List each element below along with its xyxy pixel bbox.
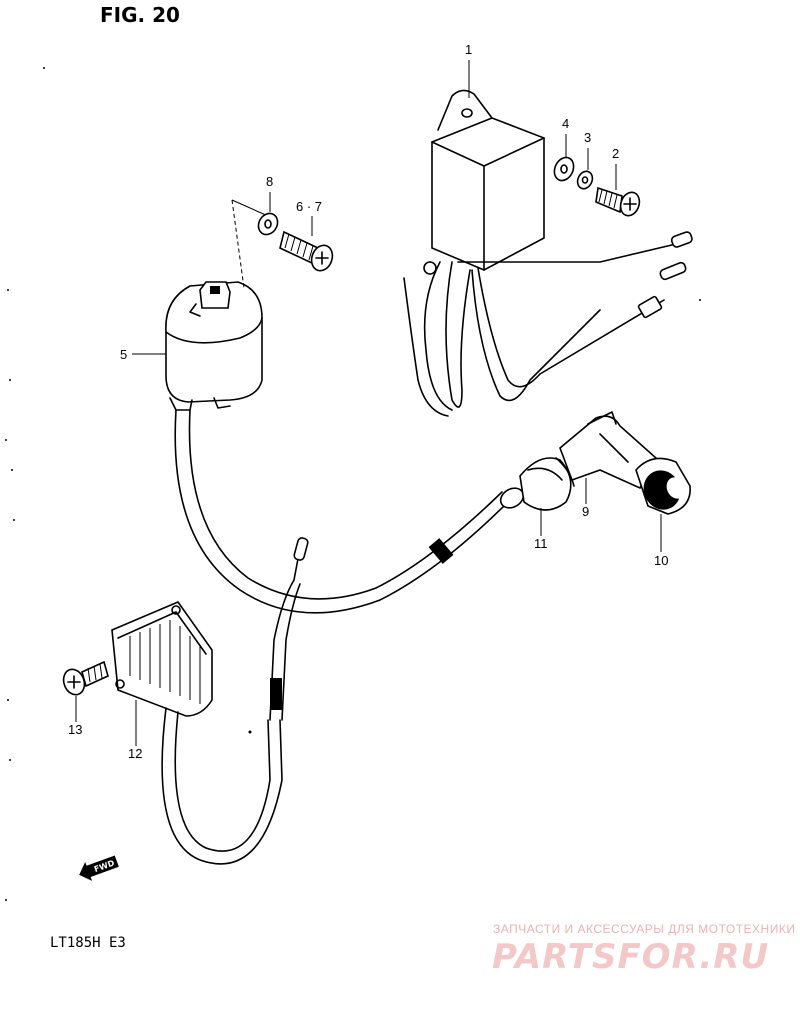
svg-text:5: 5 bbox=[120, 347, 127, 362]
plug-cap-seal-10 bbox=[635, 457, 691, 515]
svg-text:3: 3 bbox=[584, 130, 591, 145]
watermark-brand: PARTSFOR.RU bbox=[492, 937, 769, 977]
callout-3: 3 bbox=[584, 130, 591, 170]
ignition-coil bbox=[165, 281, 263, 411]
watermark-tagline: ЗАПЧАСТИ И АКСЕССУАРЫ ДЛЯ МОТОТЕХНИКИ bbox=[493, 922, 795, 936]
cdi-lock-washer-3 bbox=[576, 170, 594, 190]
cdi-unit bbox=[403, 89, 693, 417]
callout-4: 4 bbox=[562, 116, 569, 158]
callout-13: 13 bbox=[68, 696, 82, 737]
coil-washer-8 bbox=[257, 212, 279, 236]
cdi-washer-4 bbox=[553, 156, 575, 182]
regulator-rectifier bbox=[111, 601, 213, 717]
callout-12: 12 bbox=[128, 700, 142, 761]
high-tension-lead bbox=[174, 409, 511, 614]
figure-title: FIG. 20 bbox=[100, 3, 180, 27]
svg-text:2: 2 bbox=[612, 146, 619, 161]
callout-1: 1 bbox=[465, 42, 472, 98]
spark-plug-cap-9 bbox=[555, 411, 658, 490]
cdi-screw-2 bbox=[595, 186, 641, 217]
svg-text:13: 13 bbox=[68, 722, 82, 737]
callout-11: 11 bbox=[534, 508, 548, 551]
svg-text:8: 8 bbox=[266, 174, 273, 189]
callout-2: 2 bbox=[612, 146, 619, 190]
fwd-arrow-icon: FWD bbox=[79, 855, 119, 881]
svg-text:11: 11 bbox=[534, 536, 548, 551]
svg-text:4: 4 bbox=[562, 116, 569, 131]
callout-5: 5 bbox=[120, 347, 166, 362]
model-code: LT185H E3 bbox=[50, 935, 126, 951]
regulator-screw-13 bbox=[62, 660, 109, 696]
coil-leader-line bbox=[231, 199, 245, 289]
callout-9: 9 bbox=[582, 478, 589, 519]
svg-text:12: 12 bbox=[128, 746, 142, 761]
coil-bracket-line bbox=[231, 199, 269, 217]
scan-specks bbox=[5, 67, 701, 901]
svg-text:6 · 7: 6 · 7 bbox=[296, 199, 322, 214]
callout-10: 10 bbox=[654, 514, 668, 568]
coil-screw-6-7 bbox=[279, 230, 334, 272]
regulator-wire bbox=[161, 707, 283, 865]
svg-text:10: 10 bbox=[654, 553, 668, 568]
noise-suppressor-cap-11 bbox=[499, 457, 572, 511]
svg-text:1: 1 bbox=[465, 42, 472, 57]
callout-6-7: 6 · 7 bbox=[296, 199, 322, 236]
svg-text:9: 9 bbox=[582, 504, 589, 519]
callout-8: 8 bbox=[266, 174, 273, 212]
